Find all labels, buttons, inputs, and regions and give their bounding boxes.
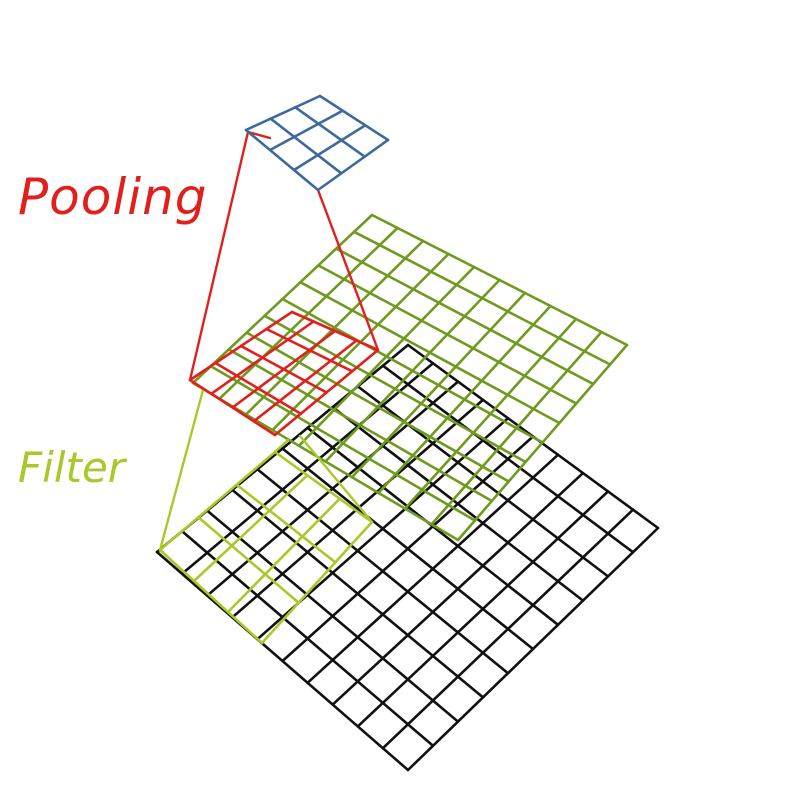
input-grid-line [406,526,660,772]
feature-map-line [456,343,629,542]
pooling-window-line [252,339,358,423]
filter-projection-line [298,434,374,524]
filter-window-line [273,450,374,524]
pooled-output-line [244,94,322,132]
feature-map-line [324,278,501,463]
pooling-window-line [290,310,380,352]
pooling-window-line [231,329,337,409]
pooling-window-line [273,348,380,437]
filter-window-line [197,515,301,605]
input-grid-line [381,508,635,750]
pooled-output-line [269,117,343,175]
pooled-output-line [292,124,367,172]
pooled-output-line [244,128,320,192]
pooling-projection-line [188,130,250,382]
feature-map-grid [191,213,629,542]
pooled-output-line [293,106,367,158]
filter-window-line [192,473,309,583]
input-grid-line [331,471,585,706]
feature-map-line [352,230,612,366]
input-grid-line [356,385,610,578]
pooling-window-line [265,327,354,373]
feature-map-line [334,247,595,386]
filter-projection-line [273,438,290,454]
filter-window-line [226,497,342,614]
feature-map-line [370,213,629,347]
filter-window-line [158,548,264,645]
pooled-output-line [318,94,390,142]
input-grid-line [381,364,635,554]
filter-label: Filter [18,443,126,492]
filter-window-line [235,483,337,564]
feature-map-line [403,317,578,510]
input-grid-line [356,490,610,728]
pooling-projection-line [316,188,380,352]
filter-projection-lines [158,388,374,552]
pooling-projection-line [246,130,272,140]
feature-map-line [377,304,552,495]
pooling-label: Pooling [18,168,208,226]
filter-window [158,450,374,645]
filter-window-line [158,450,277,552]
filter-window-line [260,520,374,645]
pooled-output-line [268,109,345,152]
pooled-output-line [316,138,390,192]
input-grid-line [281,435,535,663]
pooled-output-grid [244,94,390,192]
feature-map-line [316,264,578,405]
filter-projection-line [158,388,205,552]
feature-map-line [299,280,561,425]
pooling-window [188,310,380,437]
pooling-projection-lines [188,130,380,382]
input-grid-line [306,453,560,685]
feature-map-line [430,330,603,526]
input-grid-line [331,405,585,602]
feature-map-line [350,291,527,479]
